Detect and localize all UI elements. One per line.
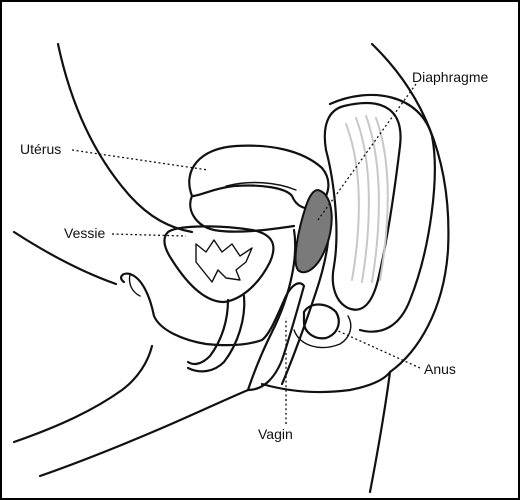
leader-diaphragm: [318, 84, 416, 220]
bladder-folds: [196, 240, 252, 282]
abdomen-contour: [58, 44, 192, 232]
vaginal-wall-front: [248, 230, 295, 390]
leader-bladder: [112, 234, 186, 236]
rectum-stripe-4: [346, 124, 359, 280]
label-anus: Anus: [424, 361, 456, 377]
uterus: [189, 146, 328, 209]
bladder: [165, 226, 274, 302]
label-uterus: Utérus: [20, 141, 61, 157]
diaphragm-device: [296, 190, 332, 272]
rectum-stripe-3: [376, 118, 388, 280]
label-vagina: Vagin: [258, 426, 293, 442]
urethra: [188, 300, 228, 364]
label-bladder: Vessie: [64, 225, 105, 241]
hand-arm: [40, 274, 304, 476]
urethra-outer: [188, 296, 244, 371]
rectal-wall-outer: [330, 95, 435, 332]
leader-uterus: [72, 150, 208, 170]
label-diaphragm: Diaphragme: [412, 69, 488, 85]
pelvic-floor: [262, 372, 390, 392]
forearm-lower: [14, 346, 152, 442]
leader-anus: [336, 330, 420, 368]
rectum-stripe-1: [356, 118, 369, 282]
